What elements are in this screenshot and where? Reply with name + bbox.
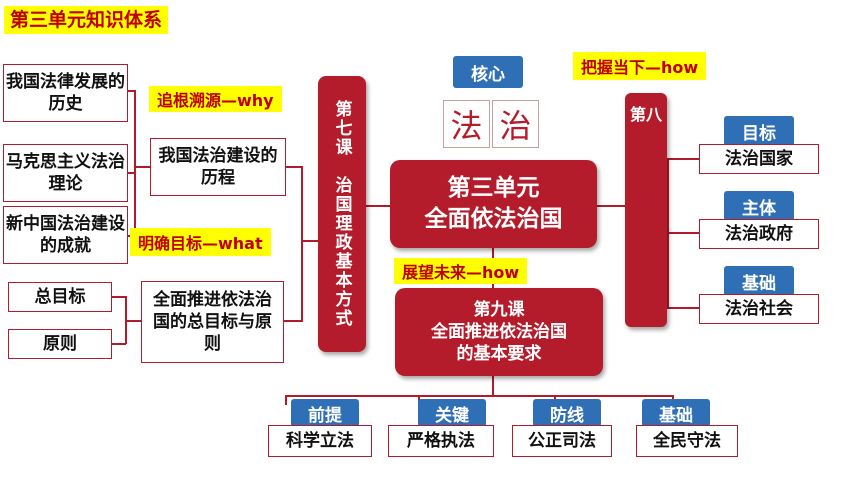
lesson9-line3: 的基本要求 [456,344,542,365]
left-outer-achievements: 新中国法治建设的成就 [3,206,128,264]
right-value-subject: 法治政府 [699,219,819,249]
right-label-basis: 基础 [724,266,794,296]
core-char-zhi: 治 [492,100,539,148]
right-value-basis: 法治社会 [699,294,819,324]
lesson9-box: 第九课 全面推进依法治国 的基本要求 [395,288,603,376]
right-label-subject: 主体 [724,191,794,221]
lesson9-line2: 全面推进依法治国 [431,321,567,342]
center-box: 第三单元 全面依法治国 [390,160,597,248]
center-line2: 全面依法治国 [424,206,563,232]
lesson8-box: 第八 [625,93,667,327]
bottom-label-defense: 防线 [533,399,601,427]
tag-why: 追根溯源—why [149,86,282,112]
right-label-goal: 目标 [724,116,794,146]
core-label: 核心 [453,56,523,88]
tag-how-mid: 展望未来—how [394,258,528,284]
left-outer-history: 我国法律发展的历史 [3,64,128,122]
page-title: 第三单元知识体系 [4,6,169,34]
right-value-goal: 法治国家 [699,144,819,174]
left-outer-principle: 原则 [8,329,112,359]
left-inner-history: 我国法治建设的历程 [150,138,286,196]
bottom-label-premise: 前提 [291,399,359,427]
bottom-value-key: 严格执法 [388,425,494,457]
left-outer-marxism: 马克思主义法治理论 [3,144,128,202]
center-line1: 第三单元 [447,174,540,201]
bottom-label-basis: 基础 [642,399,710,427]
left-inner-goal-principle: 全面推进依法治国的总目标与原则 [141,281,284,363]
tag-what: 明确目标—what [130,228,271,256]
bottom-label-key: 关键 [418,399,486,427]
bottom-value-premise: 科学立法 [268,425,372,457]
tag-how-top: 把握当下—how [573,52,707,80]
lesson9-line1: 第九课 [473,299,525,320]
core-char-fa: 法 [443,100,490,148]
left-outer-goal: 总目标 [8,282,112,312]
bottom-value-basis: 全民守法 [636,425,738,457]
lesson7-box: 第七课 治国理政基本方式 [318,76,366,352]
bottom-value-defense: 公正司法 [512,425,612,457]
